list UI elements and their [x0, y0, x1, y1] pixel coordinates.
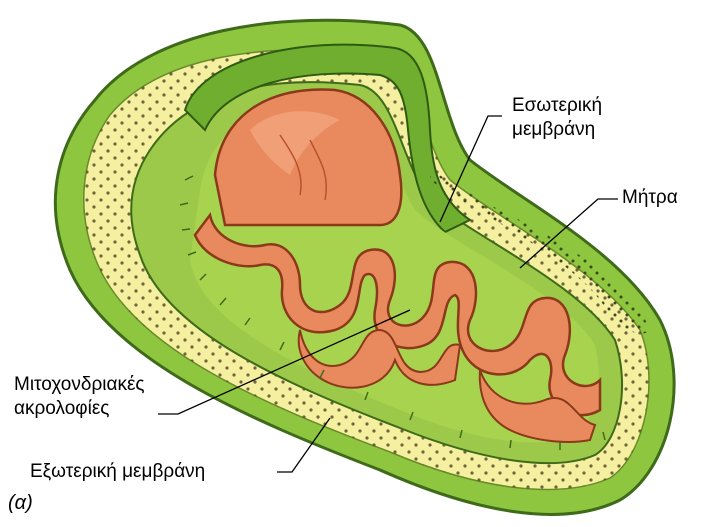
label-inner-membrane-line1: Εσωτερική: [512, 94, 602, 117]
figure-caption: (α): [8, 492, 33, 515]
label-matrix: Μήτρα: [622, 186, 678, 209]
label-cristae-line1: Μιτοχονδριακές: [14, 373, 145, 396]
label-cristae-line2: ακρολοφίες: [14, 397, 109, 420]
label-outer-membrane: Εξωτερική μεμβράνη: [30, 460, 205, 483]
label-inner-membrane-line2: μεμβράνη: [512, 118, 595, 141]
